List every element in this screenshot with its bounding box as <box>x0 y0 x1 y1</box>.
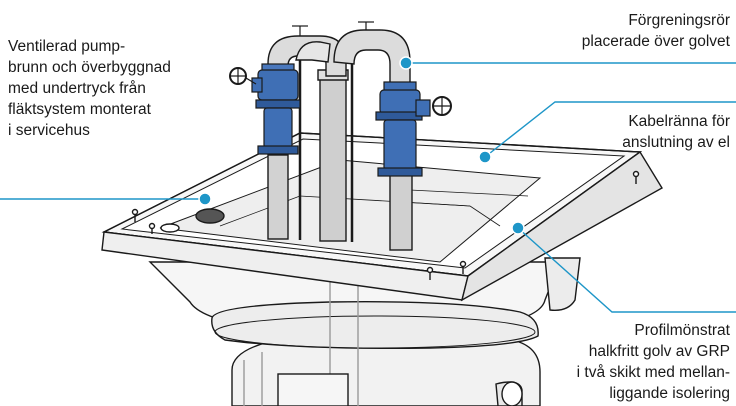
deck-platform <box>101 120 663 302</box>
callout-dot-forgrening <box>399 56 413 70</box>
label-line: i servicehus <box>8 122 90 139</box>
label-line: liggande isolering <box>609 385 730 402</box>
label-line: Profilmönstrat <box>634 322 730 339</box>
top-handwheels <box>292 21 374 36</box>
label-line: Kabelränna för <box>628 113 730 130</box>
callout-dot-kabel <box>478 150 492 164</box>
label-line: placerade över golvet <box>581 33 730 50</box>
label-line: brunn och överbyggnad <box>8 59 171 76</box>
label-kabelranna: Kabelränna för anslutning av el <box>622 111 730 153</box>
label-line: Ventilerad pump- <box>8 38 126 55</box>
label-forgreningsror: Förgreningsrör placerade över golvet <box>582 10 730 52</box>
tank-body <box>148 257 581 406</box>
label-golv: Profilmönstrat halkfritt golv av GRP i t… <box>577 320 730 404</box>
label-pumpbrunn: Ventilerad pump- brunn och överbyggnad m… <box>8 36 171 141</box>
label-line: anslutning av el <box>622 134 730 151</box>
callout-dot-pumpbrunn <box>198 192 212 206</box>
callout-line-golv <box>517 227 736 313</box>
label-line: halkfritt golv av GRP <box>588 343 730 360</box>
label-line: med undertryck från <box>8 80 146 97</box>
label-line: fläktsystem monterat <box>8 101 151 118</box>
left-valve-assembly <box>229 63 301 155</box>
label-line: Förgreningsrör <box>628 12 730 29</box>
callout-dot-golv <box>511 221 525 235</box>
callout-line-kabel <box>484 101 736 158</box>
right-valve-assembly <box>375 81 452 177</box>
label-line: i två skikt med mellan- <box>576 364 730 381</box>
callouts <box>0 56 736 313</box>
